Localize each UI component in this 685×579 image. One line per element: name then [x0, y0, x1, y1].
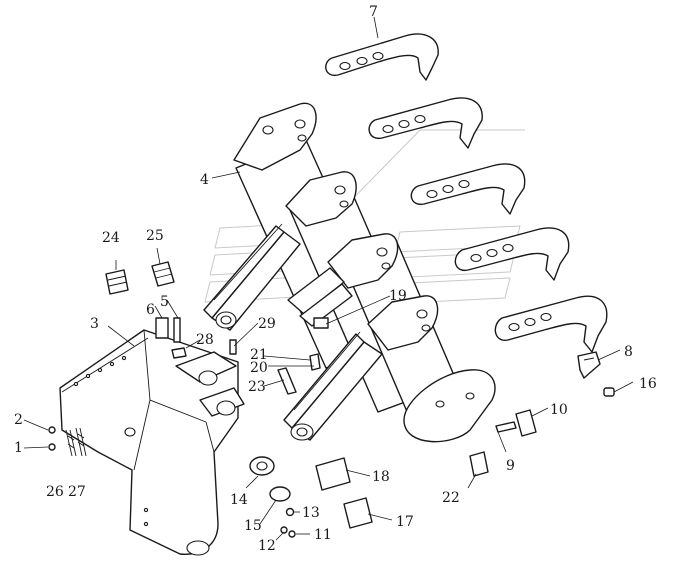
pin-20-21 — [309, 353, 321, 371]
side-plate — [403, 369, 496, 443]
bushing-14 — [249, 456, 275, 476]
callout-22: 22 — [442, 490, 460, 506]
tooth-7 — [325, 33, 439, 81]
lower-arm-right — [283, 331, 383, 441]
callout-11: 11 — [314, 527, 332, 543]
bolt-2 — [48, 426, 56, 434]
callout-6: 6 — [146, 302, 155, 318]
callout-3: 3 — [90, 316, 99, 332]
spring-26 — [65, 429, 77, 457]
callout-28: 28 — [196, 332, 214, 348]
callout-4: 4 — [200, 172, 209, 188]
callout-16: 16 — [639, 376, 657, 392]
callout-14: 14 — [230, 492, 248, 508]
pin-29 — [229, 339, 237, 355]
callout-24: 24 — [102, 230, 120, 246]
callout-9: 9 — [506, 458, 515, 474]
bracket-row-2 — [285, 171, 357, 227]
callout-25: 25 — [146, 228, 164, 244]
washer-1 — [48, 443, 56, 451]
sleeve-17 — [343, 497, 373, 529]
bracket-row-3 — [327, 233, 399, 289]
callout-21: 21 — [250, 347, 268, 363]
lower-arm-middle — [287, 267, 353, 329]
callout-19: 19 — [389, 288, 407, 304]
callout-23: 23 — [248, 379, 266, 395]
nut-12 — [280, 526, 288, 534]
part-24 — [105, 269, 129, 295]
pin-10 — [515, 409, 537, 437]
callout-5: 5 — [160, 294, 169, 310]
bolt-11 — [288, 530, 296, 538]
callout-15: 15 — [244, 518, 262, 534]
tooth-row-4 — [454, 227, 570, 281]
callout-29: 29 — [258, 316, 276, 332]
callout-13: 13 — [302, 505, 320, 521]
callout-27: 27 — [68, 484, 86, 500]
callout-26: 26 — [46, 484, 64, 500]
lower-arm-left — [203, 223, 301, 331]
pin-22 — [469, 451, 489, 477]
tooth-row-5 — [494, 295, 608, 353]
callout-8: 8 — [624, 344, 633, 360]
nut-13 — [285, 507, 295, 517]
bolt-9 — [495, 421, 517, 433]
tooth-row-3 — [410, 163, 526, 215]
callout-18: 18 — [372, 469, 390, 485]
bolt-6 — [155, 317, 169, 339]
callout-labels: 7 4 24 25 3 6 5 28 29 19 21 20 23 8 16 1… — [14, 4, 657, 554]
callout-12: 12 — [258, 538, 276, 554]
washer-15 — [269, 486, 291, 502]
callout-20: 20 — [250, 360, 268, 376]
tooth-tip-8 — [577, 351, 601, 379]
callout-17: 17 — [396, 514, 414, 530]
bracket-row-4 — [367, 295, 439, 351]
spring-27 — [75, 427, 87, 457]
callout-7: 7 — [369, 4, 378, 20]
pin-28 — [171, 347, 187, 359]
bolt-16 — [603, 387, 615, 397]
callout-10: 10 — [550, 402, 568, 418]
bolt-5 — [173, 317, 181, 343]
sleeve-18 — [315, 457, 351, 491]
bracket-4 — [233, 102, 317, 171]
pin-23 — [277, 367, 297, 395]
leader-lines — [23, 16, 634, 541]
callout-2: 2 — [14, 412, 23, 428]
main-frame-3 — [59, 329, 245, 556]
callout-1: 1 — [14, 440, 23, 456]
part-25 — [151, 261, 175, 287]
tooth-row-2 — [368, 97, 483, 149]
